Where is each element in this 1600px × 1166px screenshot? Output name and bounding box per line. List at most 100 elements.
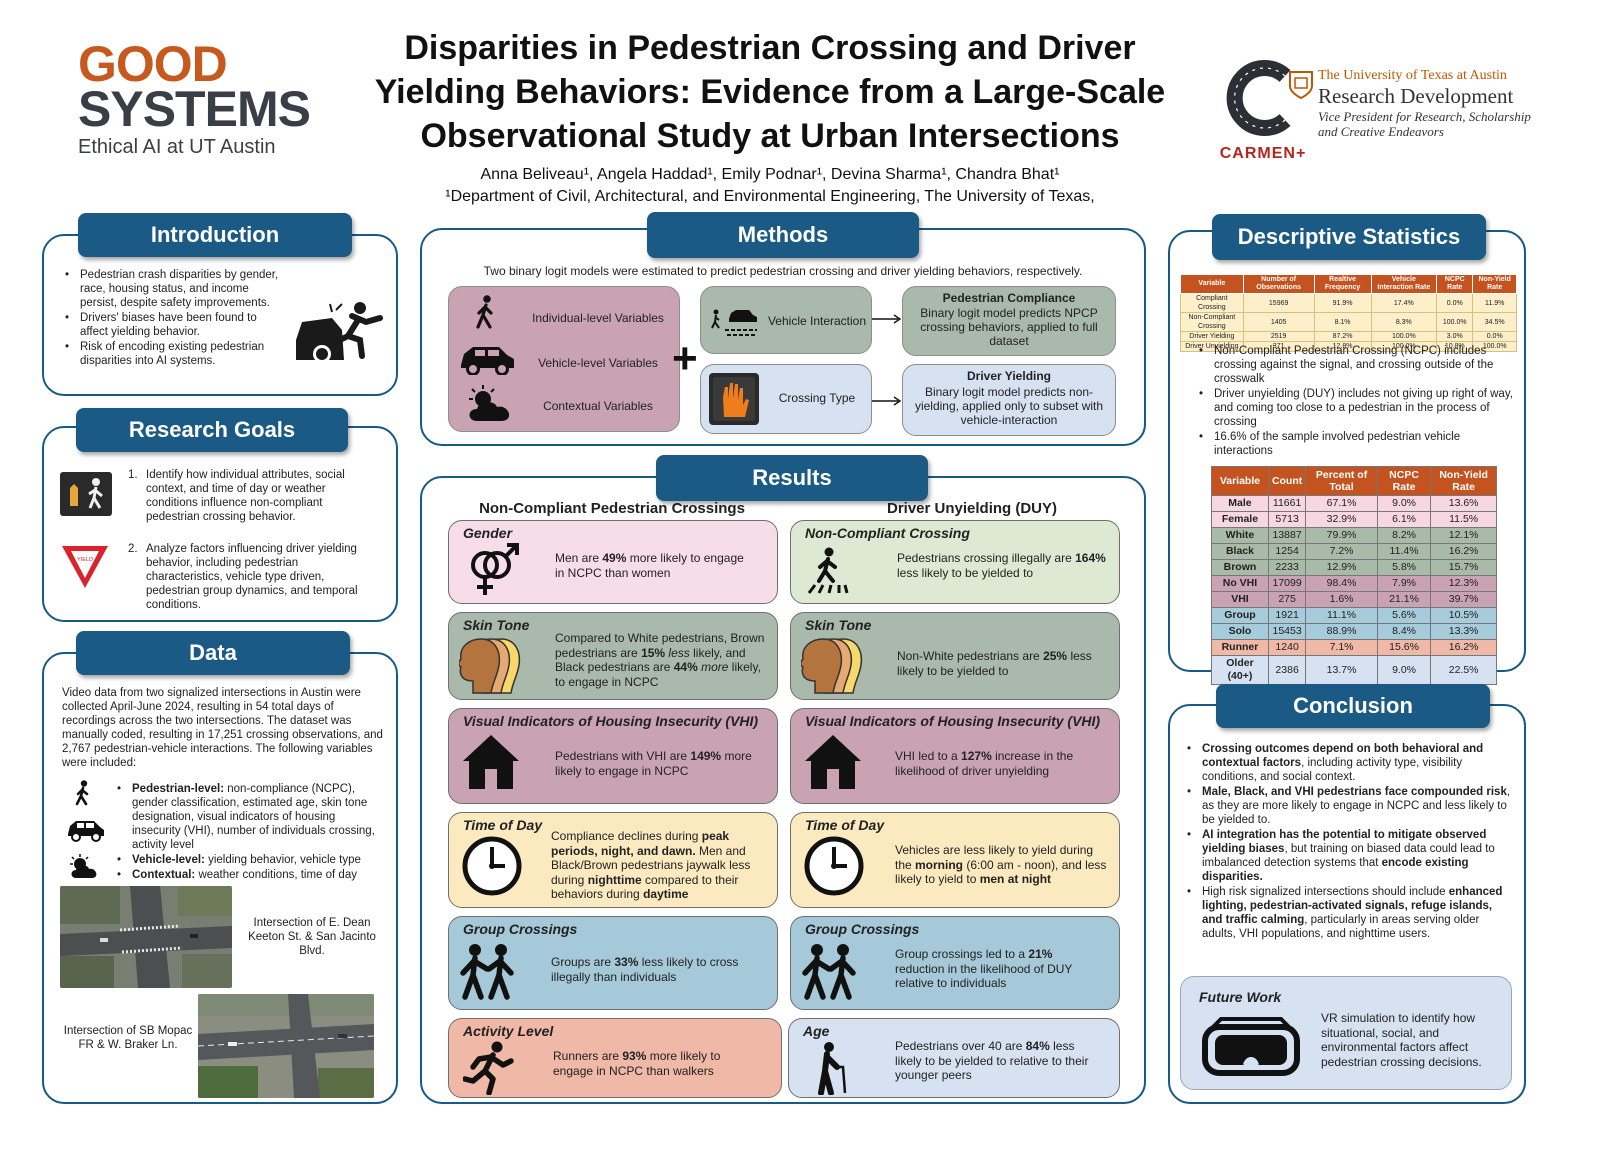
logo-tagline: Ethical AI at UT Austin [78,136,276,158]
table-cell: 11661 [1267,495,1307,512]
table-cell: 32.9% [1305,511,1378,528]
list-item: Pedestrian-level: non-compliance (NCPC),… [114,782,386,852]
table-cell: 12.3% [1430,575,1497,592]
plus-sign: + [672,334,698,383]
card-title: Visual Indicators of Housing Insecurity … [463,713,759,729]
research-goals-heading: Research Goals [76,408,348,452]
clock-icon [804,836,864,896]
compliance-title: Pedestrian Compliance [942,291,1076,305]
card-text: Pedestrians crossing illegally are 164% … [897,551,1106,580]
card-title: Gender [463,525,513,541]
affiliation: ¹Department of Civil, Architectural, and… [445,188,1095,205]
table-cell: 22.5% [1430,655,1497,685]
variables-box: Individual-level Variables Vehicle-level… [448,286,680,432]
group-icon [460,944,514,1000]
card-title: Time of Day [463,817,543,833]
table-cell: Female [1211,511,1269,528]
card-title: Group Crossings [463,921,578,937]
table-cell: 21.1% [1376,591,1432,608]
yield-sign-icon: YIELD [62,546,108,588]
table-cell: Black [1211,543,1269,560]
skin-tone-heads-icon [801,638,863,694]
logo-systems: SYSTEMS [78,81,311,137]
vehicle-interaction-box: Vehicle Interaction [700,286,872,354]
result-card-group-crossings: Group Crossings Groups are 33% less like… [448,916,778,1010]
methods-heading: Methods [647,212,919,258]
table-header-row: Variable Number of Observations Realtive… [1180,274,1517,294]
list-item: Contextual: weather conditions, time of … [114,868,386,882]
card-text: Vehicles are less likely to yield during… [895,843,1107,886]
clock-icon [462,836,522,896]
future-work-box: Future Work VR simulation to identify ho… [1180,976,1512,1090]
title-line: Observational Study at Urban Intersectio… [420,117,1120,155]
card-title: Skin Tone [463,617,530,633]
goal-number: 1. [128,469,138,481]
table-cell: 39.7% [1430,591,1497,608]
vehicle-interaction-icon [711,309,757,336]
table-cell: Driver Yielding [1180,331,1244,342]
intersection-photo [60,886,232,988]
column-header: NCPC Rate [1376,466,1432,496]
card-text: Pedestrians with VHI are 149% more likel… [555,749,752,778]
table-cell: 98.4% [1305,575,1378,592]
item-label: Vehicle-level: [132,854,205,866]
list-item: Driver unyielding (DUY) includes not giv… [1196,387,1514,429]
carmen-text: CARMEN+ [1219,145,1307,162]
results-left-heading: Non-Compliant Pedestrian Crossings [479,500,745,517]
crosswalk-pedestrian-icon [807,547,849,594]
table-cell: 7.1% [1305,639,1378,656]
result-card-non-compliant-crossing: Non-Compliant Crossing Pedestrians cross… [790,520,1120,604]
result-card-activity-level: Activity Level Runners are 93% more like… [448,1018,782,1098]
table-cell: 7.2% [1305,543,1378,560]
card-text: Runners are 93% more likely to engage in… [553,1049,721,1078]
vehicle-interaction-label: Vehicle Interaction [767,314,867,328]
table-cell: 8.3% [1370,312,1438,332]
table-cell: 13.6% [1430,495,1497,512]
list-item: AI integration has the potential to miti… [1184,828,1514,884]
card-text: Non-White pedestrians are 25% less likel… [897,649,1092,678]
research-goals-panel: 1. Identify how individual attributes, s… [42,426,398,622]
ut-subtitle: and Creative Endeavors [1318,124,1444,139]
arrow-right-icon [872,396,902,406]
variable-label: Individual-level Variables [532,311,664,325]
card-text: Group crossings led to a 21% reduction i… [895,947,1073,990]
pedestrian-compliance-box: Pedestrian Compliance Binary logit model… [902,286,1116,356]
item-label: Contextual: [132,869,196,881]
introduction-list: Pedestrian crash disparities by gender, … [62,268,284,369]
table-cell: 100.0% [1436,312,1474,332]
table-cell: 87.2% [1313,331,1372,342]
card-title: Group Crossings [805,921,920,937]
result-card-time-of-day-duy: Time of Day Vehicles are less likely to … [790,812,1120,908]
table-cell: 7.9% [1376,575,1432,592]
group-icon [802,944,856,1000]
result-card-skin-tone: Skin Tone Compared to White pedestrians,… [448,612,778,700]
table-cell: 11.1% [1305,607,1378,624]
goal-text: Analyze factors influencing driver yield… [146,543,358,611]
card-text: VHI led to a 127% increase in the likeli… [895,749,1074,778]
table-cell: 15.7% [1430,559,1497,576]
house-icon [805,735,861,789]
table-cell: 34.5% [1472,312,1517,332]
introduction-panel: Pedestrian crash disparities by gender, … [42,234,398,396]
column-header: Variable [1180,274,1244,294]
card-text: Pedestrians over 40 are 84% less likely … [895,1039,1089,1082]
goal-item: 2. Analyze factors influencing driver yi… [128,542,368,612]
table-header-row: Variable Count Percent of Total NCPC Rat… [1211,466,1497,496]
table-cell: 88.9% [1305,623,1378,640]
weather-icon [469,385,510,421]
methods-panel: Two binary logit models were estimated t… [420,228,1146,446]
table-cell: Non-Compliant Crossing [1180,312,1244,332]
result-card-group-crossings-duy: Group Crossings Group crossings led to a… [790,916,1120,1010]
compliance-text: Binary logit model predicts NPCP crossin… [920,306,1098,348]
table-cell: 16.2% [1430,543,1497,560]
table-cell: 11.9% [1472,293,1517,313]
ut-shield-icon [1289,71,1313,100]
column-header: Non-Yield Rate [1472,274,1517,294]
skin-tone-heads-icon [459,638,521,694]
